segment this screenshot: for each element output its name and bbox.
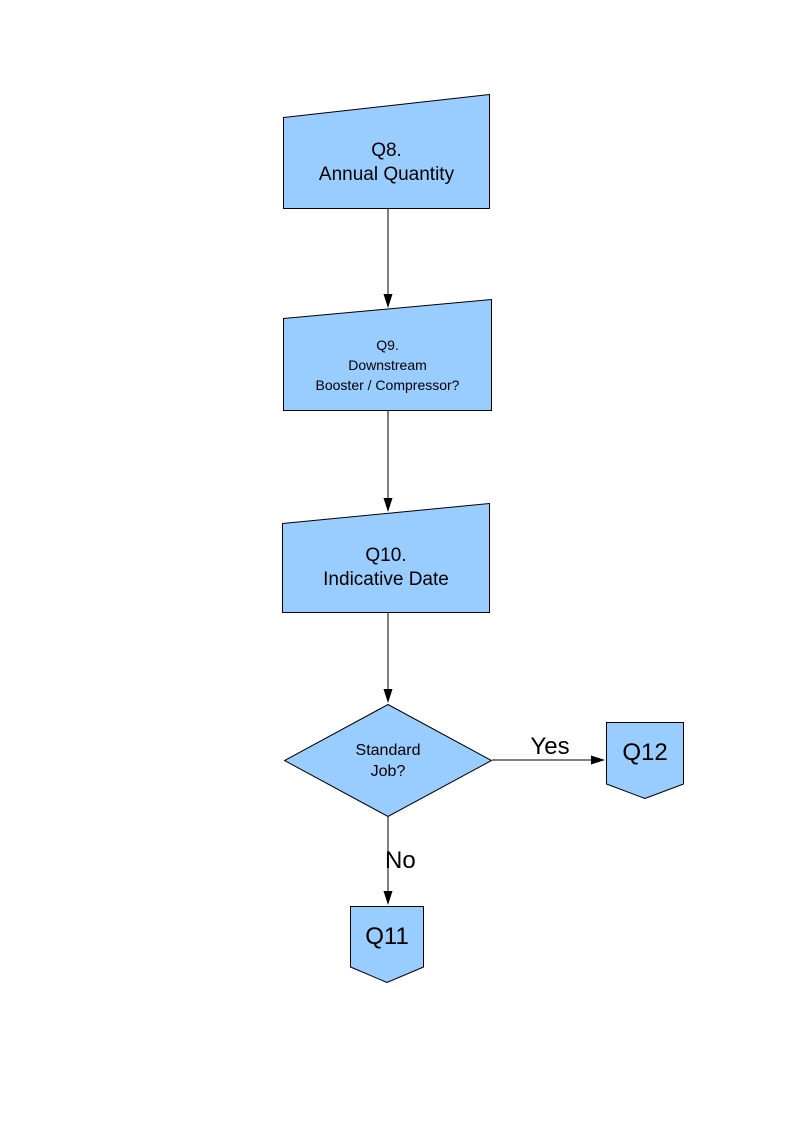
arrow-decision-to-q11-head bbox=[383, 891, 393, 905]
manual-input-shape bbox=[283, 299, 492, 411]
arrow-q10-to-decision-head bbox=[383, 689, 393, 703]
node-q9-text-line: Booster / Compressor? bbox=[315, 376, 460, 393]
node-decision-text-line: Job? bbox=[370, 762, 406, 780]
off-page-connector-shape bbox=[606, 722, 684, 799]
off-page-connector-shape bbox=[350, 906, 424, 983]
node-q10-text-line: Q10. bbox=[365, 545, 407, 566]
node-q12: Q12 bbox=[606, 722, 684, 799]
node-q9-text-line: Downstream bbox=[348, 356, 427, 373]
node-q9-text-line: Q9. bbox=[376, 336, 399, 353]
node-q8-text-line: Q8. bbox=[371, 140, 402, 161]
manual-input-shape bbox=[283, 94, 490, 209]
edge-label-no: No bbox=[385, 847, 416, 874]
node-q12-text: Q12 bbox=[622, 739, 668, 766]
edge-label-yes: Yes bbox=[530, 733, 570, 760]
node-q11: Q11 bbox=[350, 906, 424, 983]
node-q8-text-line: Annual Quantity bbox=[318, 164, 455, 185]
decision-diamond-shape bbox=[284, 704, 492, 817]
node-q10: Q10. Indicative Date bbox=[282, 503, 490, 613]
node-decision-standard-job: Standard Job? bbox=[284, 704, 492, 817]
arrow-decision-to-q12-head bbox=[591, 755, 605, 765]
node-q8: Q8. Annual Quantity bbox=[283, 94, 490, 209]
arrow-q8-to-q9-head bbox=[383, 294, 393, 308]
node-q10-text-line: Indicative Date bbox=[323, 569, 449, 590]
node-decision-text-line: Standard bbox=[355, 741, 421, 759]
node-q11-text: Q11 bbox=[365, 923, 409, 950]
arrow-q9-to-q10-head bbox=[383, 498, 393, 512]
manual-input-shape bbox=[282, 503, 490, 613]
node-q9: Q9. Downstream Booster / Compressor? bbox=[283, 299, 492, 411]
